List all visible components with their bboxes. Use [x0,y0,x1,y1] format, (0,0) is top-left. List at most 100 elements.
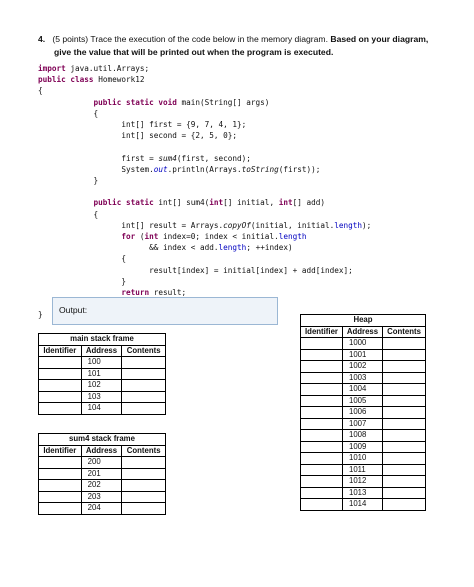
contents-cell[interactable] [121,490,166,503]
header-identifier: Identifier [38,444,82,457]
address-cell: 1000 [341,337,384,350]
code-line-brace: } [121,276,126,286]
contents-cell[interactable] [382,394,426,407]
table-row: 100 [38,356,166,369]
address-cell: 1010 [341,452,384,465]
identifier-cell[interactable] [300,337,343,350]
code-line-for: for (int index=0; index < initial.length [121,232,307,242]
code-line-return: return result; [121,288,187,298]
contents-cell[interactable] [382,371,426,384]
identifier-cell[interactable] [300,383,343,396]
question-prompt-bold: Based on your diagram, [330,34,429,44]
contents-cell[interactable] [121,390,166,403]
contents-cell[interactable] [382,348,426,361]
contents-cell[interactable] [121,502,166,515]
contents-cell[interactable] [382,406,426,419]
question-prompt: (5 points) Trace the execution of the co… [52,34,331,44]
code-line-class: public class Homework12 [38,75,145,85]
identifier-cell[interactable] [38,490,82,503]
address-cell: 1014 [341,498,384,511]
question-number: 4. [38,34,46,44]
address-cell: 1008 [341,429,384,442]
address-cell: 1003 [341,371,384,384]
contents-cell[interactable] [382,383,426,396]
identifier-cell[interactable] [38,356,82,369]
table-row: 1009 [300,440,426,453]
contents-cell[interactable] [382,337,426,350]
code-line-brace: } [38,310,43,320]
contents-cell[interactable] [382,417,426,430]
table-row: 1004 [300,383,426,396]
address-cell: 104 [80,402,123,415]
table-row: 1007 [300,417,426,430]
header-identifier: Identifier [38,344,82,357]
main-stack-frame-table: main stack frame Identifier Address Cont… [38,333,166,415]
code-line-brace: { [93,209,99,219]
address-cell: 1011 [341,463,384,476]
code-line-brace: { [93,108,99,118]
contents-cell[interactable] [121,467,166,480]
table-row: 101 [38,367,166,380]
contents-cell[interactable] [382,452,426,465]
address-cell: 1013 [341,486,384,499]
contents-cell[interactable] [121,356,166,369]
identifier-cell[interactable] [38,456,82,469]
contents-cell[interactable] [121,402,166,415]
table-row: 1011 [300,463,426,476]
address-cell: 1004 [341,383,384,396]
identifier-cell[interactable] [300,429,343,442]
identifier-cell[interactable] [300,498,343,511]
contents-cell[interactable] [382,486,426,499]
table-row: 202 [38,479,166,492]
code-listing: import java.util.Arrays; public class Ho… [38,63,371,321]
identifier-cell[interactable] [38,390,82,403]
identifier-cell[interactable] [38,367,82,380]
header-address: Address [341,325,384,338]
contents-cell[interactable] [382,475,426,488]
identifier-cell[interactable] [300,475,343,488]
header-address: Address [80,344,123,357]
table-row: 204 [38,502,166,515]
contents-cell[interactable] [382,429,426,442]
contents-cell[interactable] [382,440,426,453]
address-cell: 202 [80,479,123,492]
address-cell: 1002 [341,360,384,373]
table-row: 201 [38,467,166,480]
identifier-cell[interactable] [300,360,343,373]
output-label: Output: [59,305,88,315]
contents-cell[interactable] [121,379,166,392]
table-row: 104 [38,402,166,415]
header-address: Address [80,444,123,457]
identifier-cell[interactable] [300,406,343,419]
identifier-cell[interactable] [38,379,82,392]
identifier-cell[interactable] [300,440,343,453]
contents-cell[interactable] [382,498,426,511]
identifier-cell[interactable] [300,417,343,430]
header-identifier: Identifier [300,325,343,338]
table-row: 1001 [300,348,426,361]
contents-cell[interactable] [382,360,426,373]
code-line-second: int[] second = {2, 5, 0}; [121,131,238,141]
identifier-cell[interactable] [38,467,82,480]
contents-cell[interactable] [382,463,426,476]
address-cell: 200 [80,456,123,469]
identifier-cell[interactable] [300,486,343,499]
identifier-cell[interactable] [300,348,343,361]
identifier-cell[interactable] [38,502,82,515]
header-contents: Contents [382,325,426,338]
contents-cell[interactable] [121,367,166,380]
identifier-cell[interactable] [300,452,343,465]
table-row: 1002 [300,360,426,373]
identifier-cell[interactable] [300,394,343,407]
contents-cell[interactable] [121,479,166,492]
address-cell: 204 [80,502,123,515]
contents-cell[interactable] [121,456,166,469]
identifier-cell[interactable] [38,402,82,415]
table-row: 102 [38,379,166,392]
identifier-cell[interactable] [38,479,82,492]
address-cell: 1012 [341,475,384,488]
identifier-cell[interactable] [300,463,343,476]
output-answer-box[interactable]: Output: [52,297,278,325]
address-cell: 1005 [341,394,384,407]
identifier-cell[interactable] [300,371,343,384]
